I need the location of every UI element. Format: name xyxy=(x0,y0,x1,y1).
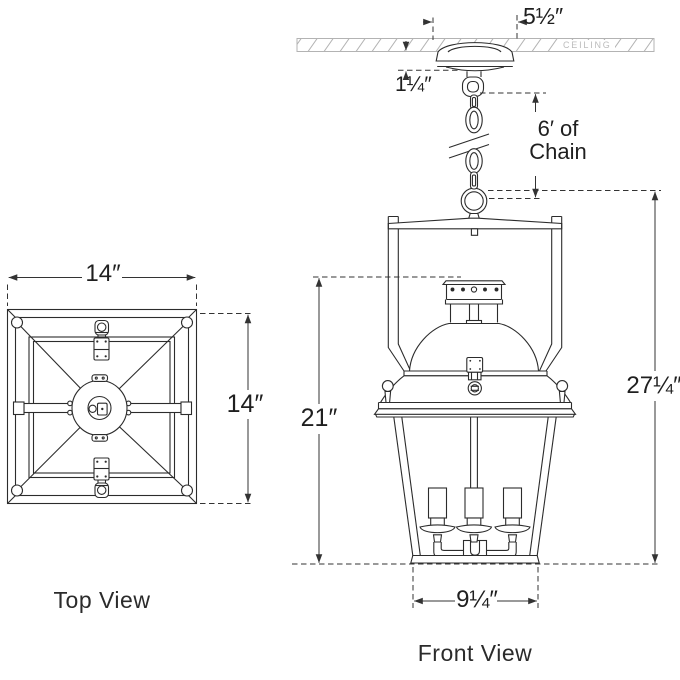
dim-base-width: 9¼″ xyxy=(456,586,498,613)
candle-right xyxy=(494,487,531,543)
ceiling-label: CEILING xyxy=(560,39,615,51)
latch-top xyxy=(93,319,110,361)
chain-link xyxy=(465,106,483,134)
canopy-silhouette xyxy=(436,42,514,71)
finial-left xyxy=(381,380,394,404)
label-top-view: Top View xyxy=(53,587,151,613)
label-front-view: Front View xyxy=(417,640,533,666)
finial-right xyxy=(556,380,569,404)
yoke-bar xyxy=(387,217,563,230)
candle-left xyxy=(419,487,456,543)
top-view-drawing xyxy=(6,308,198,505)
hanging-chain xyxy=(448,94,490,220)
break-symbol xyxy=(448,133,490,149)
ceiling-canopy xyxy=(435,42,515,98)
skirt-band xyxy=(373,401,577,418)
bottom-band xyxy=(410,554,540,564)
center-stem xyxy=(470,417,478,488)
burner-cap xyxy=(441,280,507,326)
yoke-nub xyxy=(470,228,479,236)
dim-top-view-width: 14″ xyxy=(85,260,121,287)
yoke-arm-right xyxy=(538,215,563,372)
dim-chain-length-line2: Chain xyxy=(529,139,587,164)
lantern-body xyxy=(393,416,557,556)
frame-outer xyxy=(6,308,198,505)
dim-canopy-drop: 1¼″ xyxy=(395,73,432,96)
dim-chain-length-line1: 6′ of xyxy=(537,116,579,141)
latch-clasp xyxy=(466,356,484,396)
lantern-dome xyxy=(408,322,540,372)
dim-top-view-depth: 14″ xyxy=(226,390,264,418)
corner-miters xyxy=(7,309,197,504)
candle-center xyxy=(455,487,493,543)
dim-canopy-width: 5½″ xyxy=(523,3,564,29)
dimension-lines xyxy=(7,15,661,608)
dim-chain-length: 6′ of Chain xyxy=(524,117,592,163)
corner-bolts xyxy=(10,316,194,497)
yoke-arm-left xyxy=(387,215,412,372)
latch-bottom xyxy=(93,457,110,499)
dim-lantern-height: 21″ xyxy=(300,404,338,432)
center-hub-top xyxy=(71,374,128,442)
dim-overall-height: 27¼″ xyxy=(626,372,680,399)
front-view-drawing xyxy=(373,215,577,564)
